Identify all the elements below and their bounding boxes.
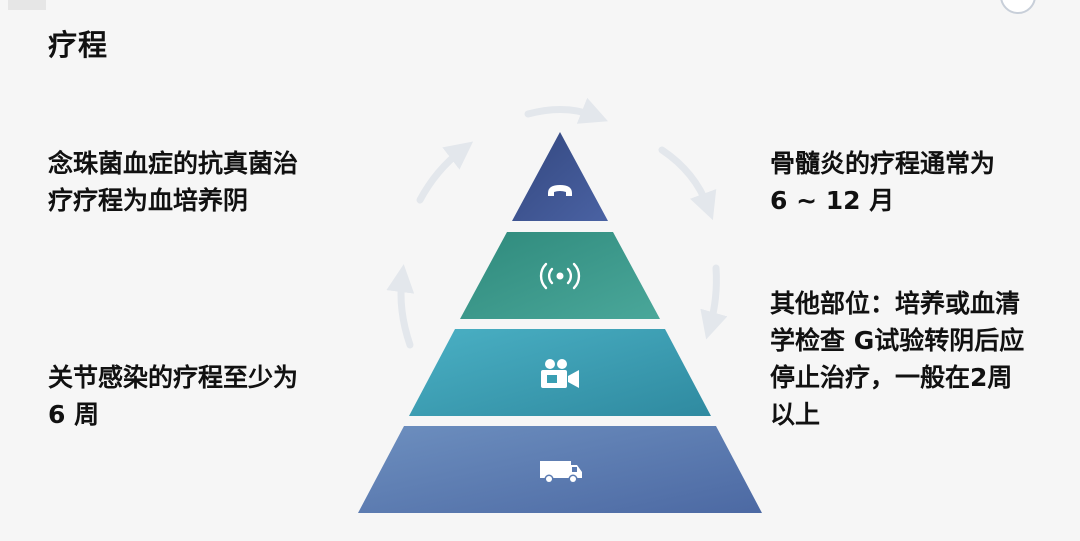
slide-title: 疗程 xyxy=(48,28,109,62)
cycle-arrow-upper-left xyxy=(416,141,474,204)
phone-icon xyxy=(548,185,572,196)
pyramid-tier-1 xyxy=(512,132,608,221)
cycle-arrow-top xyxy=(524,97,609,124)
cycle-arrow-left xyxy=(386,264,415,349)
note-line: 念珠菌血症的抗真菌治 xyxy=(48,149,299,178)
note-osteomyelitis: 骨髓炎的疗程通常为 6 ~ 12 月 xyxy=(770,145,995,219)
slide-corner-tab xyxy=(8,0,46,10)
truck-icon xyxy=(540,461,582,484)
note-line: 停止治疗，一般在2周 xyxy=(770,363,1013,392)
cycle-arrow-right xyxy=(700,264,728,340)
wireless-signal-icon xyxy=(539,262,581,290)
cycle-arrow-upper-right xyxy=(658,146,717,221)
note-line: 其他部位：培养或血清 xyxy=(770,289,1021,318)
note-other-sites: 其他部位：培养或血清 学检查 G试验转阴后应 停止治疗，一般在2周 以上 xyxy=(770,285,1024,433)
note-line: 6 周 xyxy=(48,400,100,429)
video-camera-icon xyxy=(541,359,579,388)
note-line: 以上 xyxy=(770,400,821,429)
note-joint-infection: 关节感染的疗程至少为 6 周 xyxy=(48,359,298,433)
note-line: 6 ~ 12 月 xyxy=(770,186,895,215)
cycle-arrows xyxy=(386,97,728,349)
note-line: 学检查 G试验转阴后应 xyxy=(770,326,1025,355)
note-candidemia: 念珠菌血症的抗真菌治 疗疗程为血培养阴 xyxy=(48,145,298,219)
note-line: 骨髓炎的疗程通常为 xyxy=(770,149,996,178)
note-line: 疗疗程为血培养阴 xyxy=(48,186,249,215)
note-line: 关节感染的疗程至少为 xyxy=(48,363,299,392)
